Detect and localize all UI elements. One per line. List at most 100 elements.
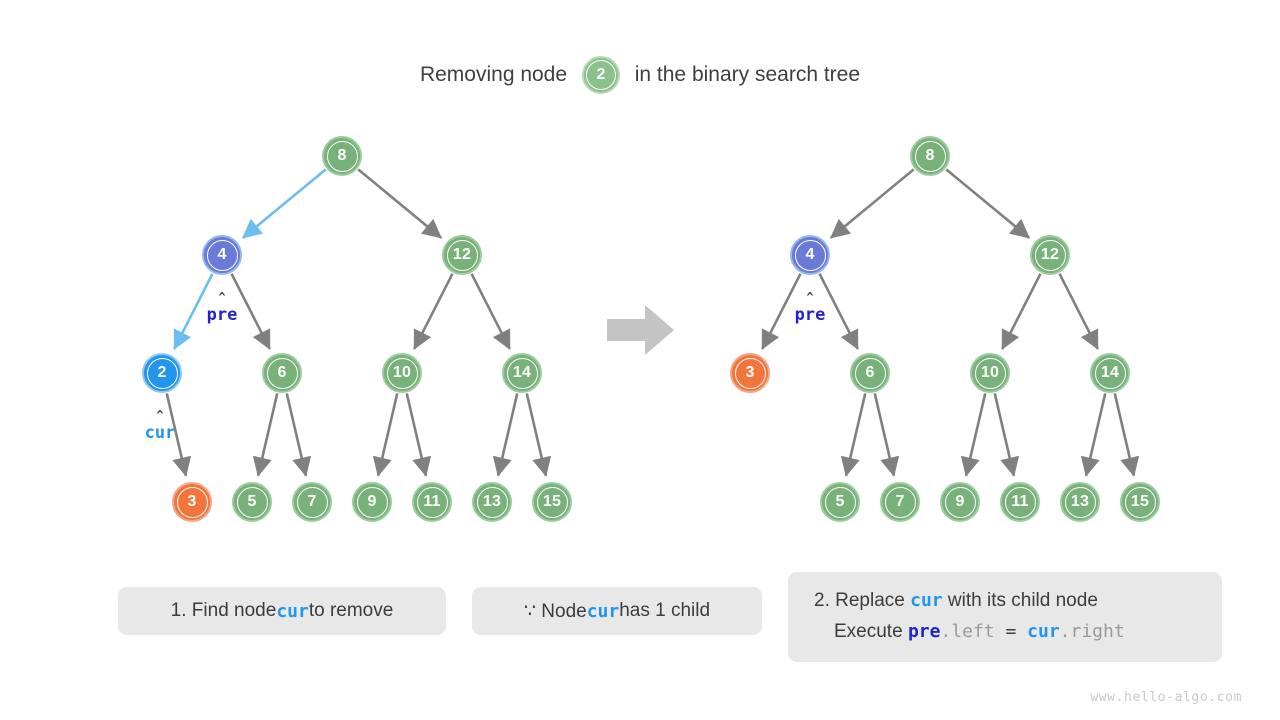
node-inner-ring bbox=[734, 357, 766, 389]
tree-node-11[interactable]: 11 bbox=[412, 482, 452, 522]
node-inner-ring bbox=[884, 486, 916, 518]
tree-edge bbox=[761, 273, 802, 350]
node-inner-ring bbox=[506, 357, 538, 389]
caption-step2-right-field: .right bbox=[1059, 621, 1125, 642]
node-inner-ring bbox=[476, 486, 508, 518]
node-inner-ring bbox=[1004, 486, 1036, 518]
caption-step2-line1-pre: 2. Replace bbox=[814, 590, 911, 611]
node-value: 6 bbox=[865, 364, 875, 381]
tree-node-4[interactable]: 4 bbox=[790, 235, 830, 275]
tree-node-9[interactable]: 9 bbox=[940, 482, 980, 522]
tree-edge bbox=[165, 393, 192, 477]
tree-edge bbox=[413, 273, 454, 350]
node-inner-ring bbox=[974, 357, 1006, 389]
tree-node-14[interactable]: 14 bbox=[1090, 353, 1130, 393]
caption-step-1: 1. Find node cur to remove bbox=[118, 587, 446, 635]
tree-node-8[interactable]: 8 bbox=[910, 136, 950, 176]
node-value: 4 bbox=[217, 246, 227, 263]
caption-step2-cur-keyword: cur bbox=[1027, 621, 1060, 642]
node-inner-ring bbox=[266, 357, 298, 389]
tree-node-8[interactable]: 8 bbox=[322, 136, 362, 176]
tree-node-14[interactable]: 14 bbox=[502, 353, 542, 393]
node-value: 10 bbox=[980, 364, 1000, 381]
node-value: 8 bbox=[337, 147, 347, 164]
pointer-label-text: pre bbox=[206, 305, 238, 325]
tree-node-2[interactable]: 2 bbox=[142, 353, 182, 393]
tree-node-13[interactable]: 13 bbox=[472, 482, 512, 522]
pointer-label-pre: ^pre bbox=[795, 291, 826, 324]
node-value: 6 bbox=[277, 364, 287, 381]
node-value: 12 bbox=[1040, 246, 1060, 263]
node-inner-ring bbox=[206, 239, 238, 271]
tree-node-4[interactable]: 4 bbox=[202, 235, 242, 275]
node-inner-ring bbox=[176, 486, 208, 518]
node-value: 2 bbox=[157, 364, 167, 381]
tree-node-12[interactable]: 12 bbox=[1030, 235, 1070, 275]
tree-edge bbox=[840, 393, 867, 477]
tree-node-9[interactable]: 9 bbox=[352, 482, 392, 522]
node-inner-ring bbox=[296, 486, 328, 518]
node-inner-ring bbox=[386, 357, 418, 389]
tree-edge bbox=[1058, 273, 1099, 350]
node-inner-ring bbox=[1124, 486, 1156, 518]
node-value: 4 bbox=[805, 246, 815, 263]
tree-node-10[interactable]: 10 bbox=[970, 353, 1010, 393]
caret-icon: ^ bbox=[218, 290, 226, 304]
node-value: 15 bbox=[542, 493, 562, 510]
caption-reason-post: has 1 child bbox=[619, 600, 711, 621]
tree-edge bbox=[173, 273, 214, 350]
tree-node-13[interactable]: 13 bbox=[1060, 482, 1100, 522]
tree-node-7[interactable]: 7 bbox=[880, 482, 920, 522]
title-node-2: 2 bbox=[581, 56, 620, 94]
pointer-label-pre: ^pre bbox=[207, 291, 238, 324]
tree-node-15[interactable]: 15 bbox=[532, 482, 572, 522]
node-inner-ring bbox=[446, 239, 478, 271]
right-arrow-icon bbox=[607, 305, 674, 355]
node-inner-ring bbox=[356, 486, 388, 518]
tree-edge bbox=[357, 168, 443, 239]
watermark: www.hello-algo.com bbox=[1090, 690, 1242, 705]
tree-edge bbox=[492, 393, 519, 477]
tree-node-11[interactable]: 11 bbox=[1000, 482, 1040, 522]
node-value: 10 bbox=[392, 364, 412, 381]
tree-node-10[interactable]: 10 bbox=[382, 353, 422, 393]
tree-node-3[interactable]: 3 bbox=[172, 482, 212, 522]
node-value: 5 bbox=[835, 493, 845, 510]
tree-edge bbox=[960, 393, 987, 477]
tree-edge bbox=[945, 168, 1031, 239]
node-value: 8 bbox=[925, 147, 935, 164]
page-title: Removing node 2 in the binary search tre… bbox=[0, 56, 1280, 94]
tree-node-5[interactable]: 5 bbox=[232, 482, 272, 522]
caret-icon: ^ bbox=[156, 408, 164, 422]
tree-edge bbox=[241, 168, 327, 239]
tree-node-6[interactable]: 6 bbox=[262, 353, 302, 393]
tree-node-12[interactable]: 12 bbox=[442, 235, 482, 275]
node-inner-ring bbox=[1064, 486, 1096, 518]
node-value: 11 bbox=[1011, 493, 1029, 510]
caption-step1-keyword: cur bbox=[276, 600, 309, 622]
tree-node-6[interactable]: 6 bbox=[850, 353, 890, 393]
title-suffix: in the binary search tree bbox=[634, 63, 861, 86]
tree-edge bbox=[1080, 393, 1107, 477]
tree-edge bbox=[818, 273, 859, 350]
node-inner-ring bbox=[536, 486, 568, 518]
tree-node-3[interactable]: 3 bbox=[730, 353, 770, 393]
tree-node-7[interactable]: 7 bbox=[292, 482, 332, 522]
tree-node-5[interactable]: 5 bbox=[820, 482, 860, 522]
node-value: 11 bbox=[423, 493, 441, 510]
node-inner-ring bbox=[1034, 239, 1066, 271]
tree-edge bbox=[525, 393, 552, 477]
caption-step2-pre-keyword: pre bbox=[907, 621, 941, 642]
node-inner-ring bbox=[146, 357, 178, 389]
node-value: 7 bbox=[895, 493, 905, 510]
tree-edge bbox=[372, 393, 399, 477]
caption-step1-pre: 1. Find node bbox=[170, 600, 277, 621]
node-inner-ring bbox=[236, 486, 268, 518]
caption-step2-left-field: .left bbox=[940, 621, 995, 642]
caption-step2-line1: 2. Replace cur with its child node bbox=[814, 585, 1196, 616]
pointer-label-text: cur bbox=[144, 423, 176, 443]
node-value: 13 bbox=[482, 493, 502, 510]
tree-node-15[interactable]: 15 bbox=[1120, 482, 1160, 522]
tree-edge bbox=[405, 393, 432, 477]
tree-edge bbox=[285, 393, 312, 477]
